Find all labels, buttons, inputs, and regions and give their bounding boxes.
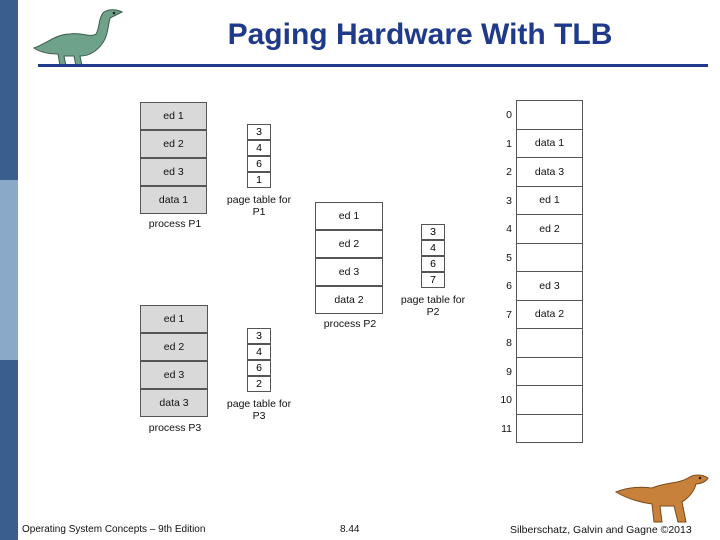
- frame-4: ed 2: [516, 214, 583, 244]
- frame-8: [516, 328, 583, 358]
- frame-1: data 1: [516, 128, 583, 158]
- p2-page-table-entry-1: 4: [421, 240, 445, 256]
- p2-page-table-label: page table for P2: [400, 294, 466, 318]
- frame-number-1: 1: [506, 137, 512, 150]
- p3-process-label: process P3: [148, 422, 202, 434]
- p2-page-2: ed 3: [315, 258, 383, 286]
- frame-7: data 2: [516, 299, 583, 329]
- frame-number-5: 5: [506, 251, 512, 264]
- p2-page-table-entry-0: 3: [421, 224, 445, 240]
- frame-2: data 3: [516, 157, 583, 187]
- p2-process-label: process P2: [323, 318, 377, 330]
- p3-page-table-label: page table for P3: [226, 398, 292, 422]
- p1-page-1: ed 2: [140, 130, 207, 158]
- footer-center: 8.44: [340, 524, 360, 535]
- p1-process-label: process P1: [148, 218, 202, 230]
- frame-number-9: 9: [506, 365, 512, 378]
- p1-page-2: ed 3: [140, 158, 207, 186]
- frame-3: ed 1: [516, 185, 583, 215]
- p2-page-3: data 2: [315, 286, 383, 314]
- dinosaur-top-left-icon: [32, 9, 124, 67]
- frame-number-0: 0: [506, 109, 512, 121]
- p1-page-0: ed 1: [140, 102, 207, 130]
- slide-title: Paging Hardware With TLB: [227, 18, 613, 51]
- dinosaur-bottom-right-icon: [614, 474, 709, 523]
- left-sidebar-bar: [0, 0, 18, 540]
- p1-page-3: data 1: [140, 186, 207, 214]
- p1-page-table-entry-1: 4: [247, 140, 271, 156]
- p3-page-2: ed 3: [140, 361, 208, 389]
- footer-right: Silberschatz, Galvin and Gagne ©2013: [510, 524, 692, 536]
- frame-9: [516, 356, 583, 386]
- footer-left: Operating System Concepts – 9th Edition: [22, 524, 206, 535]
- frame-number-11: 11: [501, 422, 512, 435]
- frame-number-8: 8: [506, 337, 512, 349]
- p3-page-table-entry-3: 2: [247, 376, 271, 392]
- p2-page-1: ed 2: [315, 230, 383, 258]
- frame-11: [516, 413, 583, 443]
- frame-5: [516, 242, 583, 272]
- frame-number-2: 2: [506, 166, 512, 178]
- frame-number-4: 4: [506, 223, 512, 235]
- p1-page-table-entry-0: 3: [247, 124, 271, 140]
- p2-page-table-entry-3: 7: [421, 272, 445, 288]
- p1-page-table-entry-3: 1: [247, 172, 271, 188]
- title-underline: [38, 64, 708, 67]
- frame-10: [516, 385, 583, 415]
- frame-number-10: 10: [500, 394, 512, 406]
- frame-number-7: 7: [506, 308, 512, 321]
- p2-page-table-entry-2: 6: [421, 256, 445, 272]
- p3-page-1: ed 2: [140, 333, 208, 361]
- p1-page-table-label: page table for P1: [226, 194, 292, 218]
- frame-number-6: 6: [506, 280, 512, 292]
- p3-page-table-entry-2: 6: [247, 360, 271, 376]
- frame-6: ed 3: [516, 271, 583, 301]
- p2-page-0: ed 1: [315, 202, 383, 230]
- p3-page-table-entry-0: 3: [247, 328, 271, 344]
- p3-page-3: data 3: [140, 389, 208, 417]
- p3-page-table-entry-1: 4: [247, 344, 271, 360]
- frame-number-3: 3: [506, 194, 512, 207]
- p1-page-table-entry-2: 6: [247, 156, 271, 172]
- p3-page-0: ed 1: [140, 305, 208, 333]
- frame-0: [516, 100, 583, 130]
